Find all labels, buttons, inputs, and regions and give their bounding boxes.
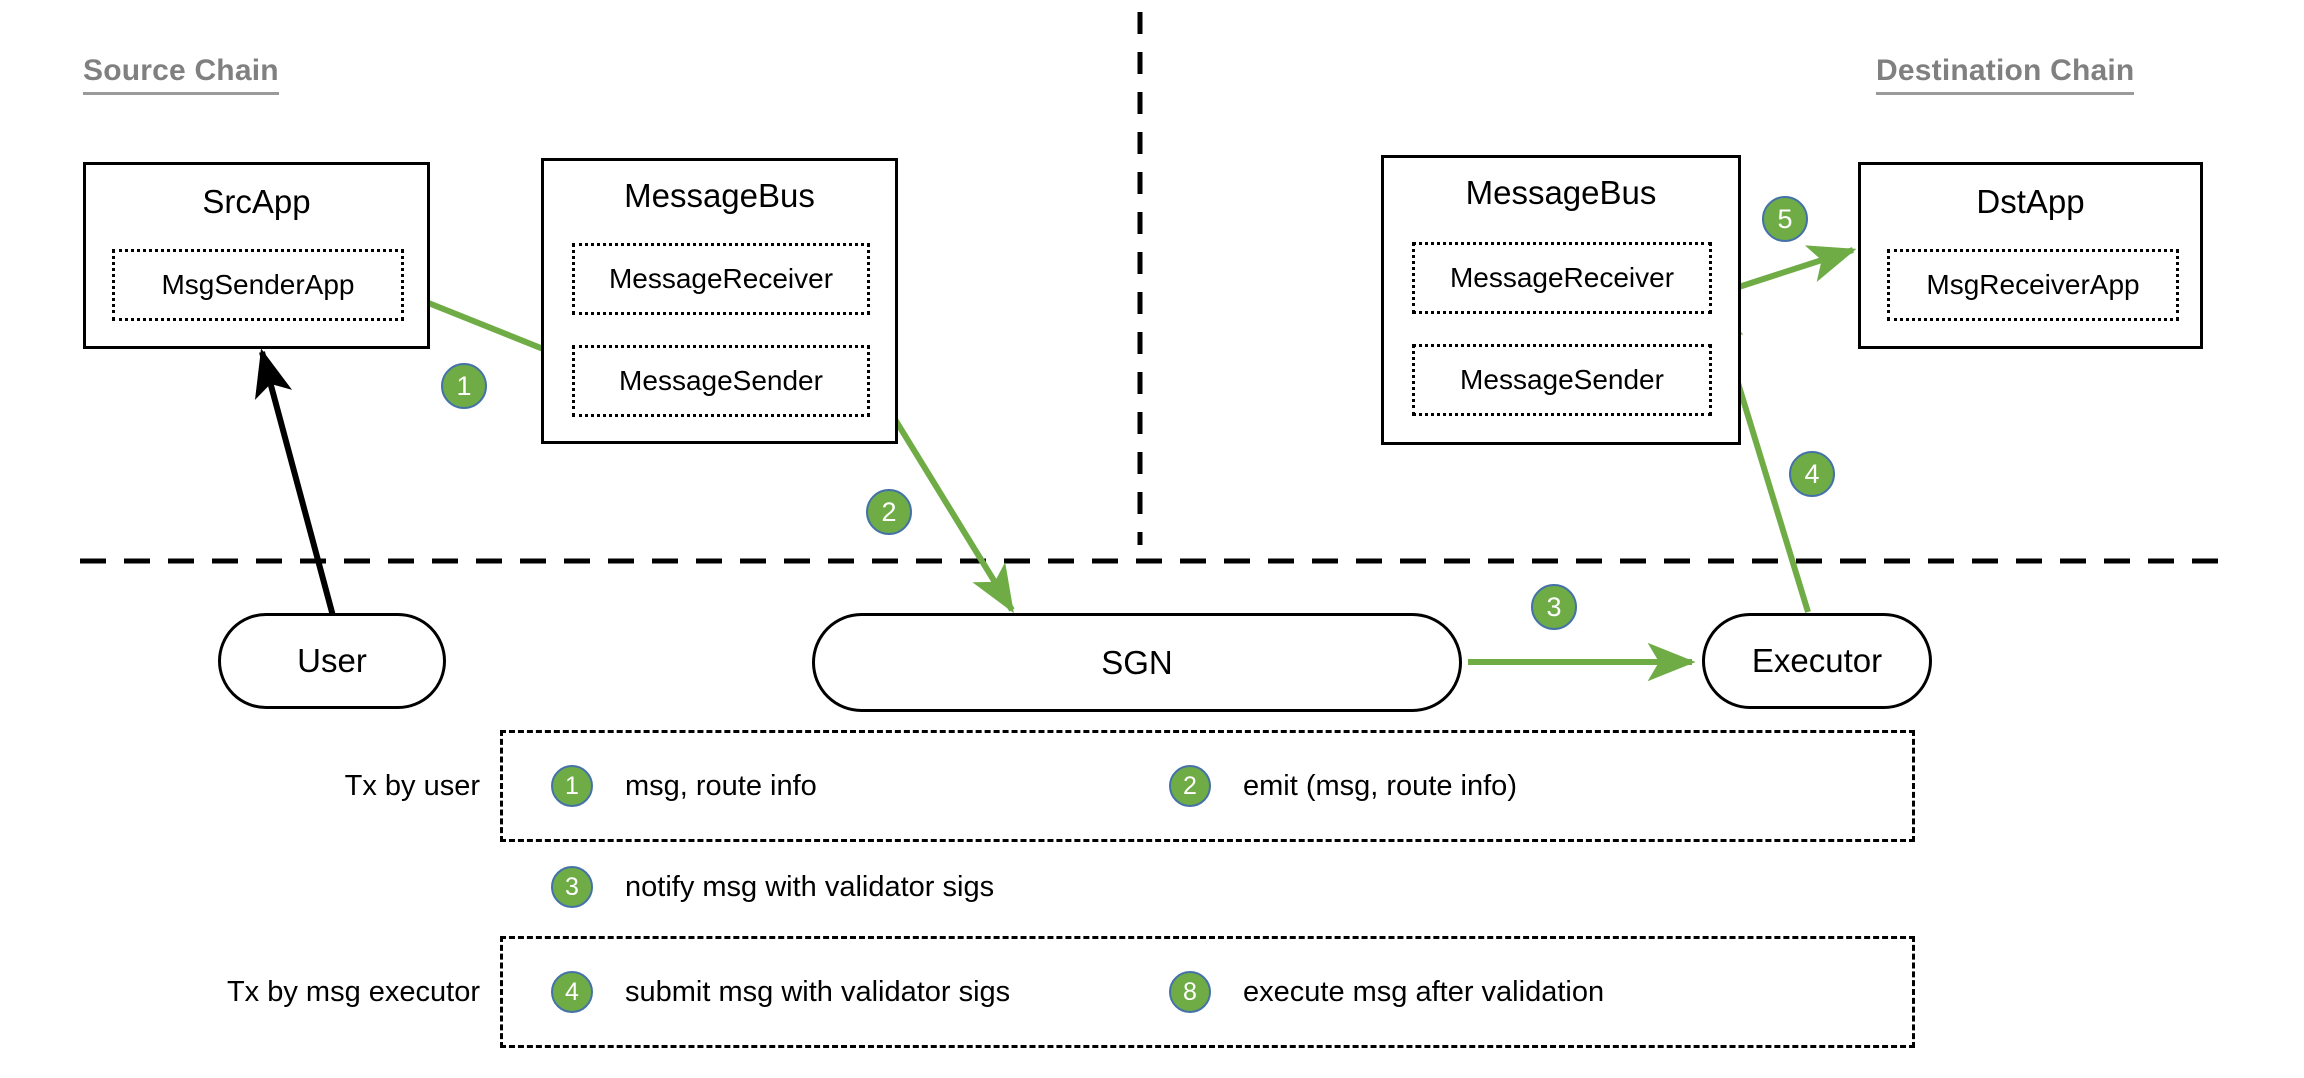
dstapp-box[interactable]: DstApp MsgReceiverApp xyxy=(1858,162,2203,349)
flow-badge-2: 2 xyxy=(866,489,912,535)
legend-badge-1: 1 xyxy=(551,765,593,807)
flow-badge-5: 5 xyxy=(1762,196,1808,242)
arrow-user-to-srcapp xyxy=(254,348,336,617)
executor-node[interactable]: Executor xyxy=(1702,613,1932,709)
legend-box-tx-by-executor xyxy=(500,936,1915,1048)
msgreceiverapp-component[interactable]: MsgReceiverApp xyxy=(1887,249,2179,321)
source-messagebus-box[interactable]: MessageBus MessageReceiver MessageSender xyxy=(541,158,898,444)
sgn-node[interactable]: SGN xyxy=(812,613,1462,712)
srcapp-box[interactable]: SrcApp MsgSenderApp xyxy=(83,162,430,349)
destination-messagereceiver-component[interactable]: MessageReceiver xyxy=(1412,242,1712,314)
msgsenderapp-component[interactable]: MsgSenderApp xyxy=(112,249,404,321)
destination-messagesender-component[interactable]: MessageSender xyxy=(1412,344,1712,416)
dstapp-title: DstApp xyxy=(1976,183,2085,220)
legend-row-label-tx-by-executor: Tx by msg executor xyxy=(226,976,480,1008)
legend-badge-3: 3 xyxy=(551,866,593,908)
legend-text-8: execute msg after validation xyxy=(1243,976,1605,1008)
source-chain-title: Source Chain xyxy=(83,54,279,95)
source-messagereceiver-component[interactable]: MessageReceiver xyxy=(572,243,870,315)
legend-box-tx-by-user xyxy=(500,730,1915,842)
destination-chain-title: Destination Chain xyxy=(1876,54,2135,95)
legend-row-label-tx-by-user: Tx by user xyxy=(344,770,480,802)
legend-text-1: msg, route info xyxy=(625,770,817,802)
srcapp-title: SrcApp xyxy=(202,183,311,220)
source-messagebus-title: MessageBus xyxy=(624,177,815,214)
legend-badge-8: 8 xyxy=(1169,971,1211,1013)
user-node[interactable]: User xyxy=(218,613,446,709)
destination-messagebus-box[interactable]: MessageBus MessageReceiver MessageSender xyxy=(1381,155,1741,445)
flow-badge-3: 3 xyxy=(1531,584,1577,630)
flow-badge-1: 1 xyxy=(441,363,487,409)
legend-text-4: submit msg with validator sigs xyxy=(625,976,1011,1008)
legend-badge-4: 4 xyxy=(551,971,593,1013)
destination-messagebus-title: MessageBus xyxy=(1465,174,1657,211)
legend-badge-2: 2 xyxy=(1169,765,1211,807)
legend-text-2: emit (msg, route info) xyxy=(1243,770,1517,802)
legend-text-3: notify msg with validator sigs xyxy=(625,871,995,903)
flow-badge-4: 4 xyxy=(1789,451,1835,497)
source-messagesender-component[interactable]: MessageSender xyxy=(572,345,870,417)
